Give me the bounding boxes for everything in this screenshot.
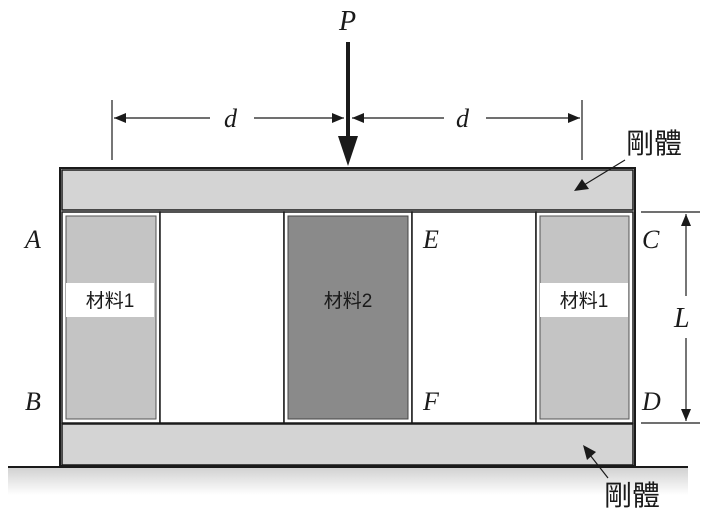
- callout-line-bottom: [589, 454, 609, 479]
- point-label-e: E: [422, 225, 439, 254]
- column-left-fill: [65, 215, 157, 420]
- point-label-d: D: [641, 387, 661, 416]
- callout-line-top: [583, 159, 626, 186]
- rigid-body-label-top: 剛體: [626, 128, 682, 159]
- dimension-label-length: L: [673, 303, 690, 334]
- rigid-body-top: [61, 169, 634, 211]
- dimension-label-right: d: [456, 104, 470, 133]
- material-label-right: 材料1: [560, 290, 609, 312]
- point-label-b: B: [25, 387, 41, 416]
- column-middle-fill: [287, 215, 409, 420]
- material-label-left: 材料1: [86, 290, 135, 312]
- callout-arrow-top: [574, 179, 589, 191]
- ground-shadow: [8, 467, 688, 495]
- rigid-body-bottom: [61, 423, 634, 466]
- l-dimension-arrow-top: [681, 214, 691, 226]
- l-dimension-arrow-bottom: [681, 409, 691, 421]
- dimension-arrow-right-start: [352, 113, 364, 123]
- load-label: P: [338, 6, 356, 37]
- dimension-arrow-left-start: [114, 113, 126, 123]
- callout-arrow-bottom: [583, 445, 596, 460]
- column-right-fill: [539, 215, 630, 420]
- load-arrow-head: [338, 136, 358, 166]
- point-label-f: F: [422, 387, 440, 416]
- label-box-middle: [304, 283, 392, 317]
- label-box-right: [540, 283, 628, 317]
- gap-left: [159, 211, 285, 424]
- material-label-middle: 材料2: [324, 290, 373, 312]
- rigid-body-label-bottom: 剛體: [604, 480, 660, 511]
- label-box-left: [66, 283, 154, 317]
- point-label-c: C: [642, 225, 660, 254]
- dimension-label-left: d: [224, 104, 238, 133]
- point-label-a: A: [23, 225, 41, 254]
- dimension-arrow-left-end: [332, 113, 344, 123]
- dimension-arrow-right-end: [568, 113, 580, 123]
